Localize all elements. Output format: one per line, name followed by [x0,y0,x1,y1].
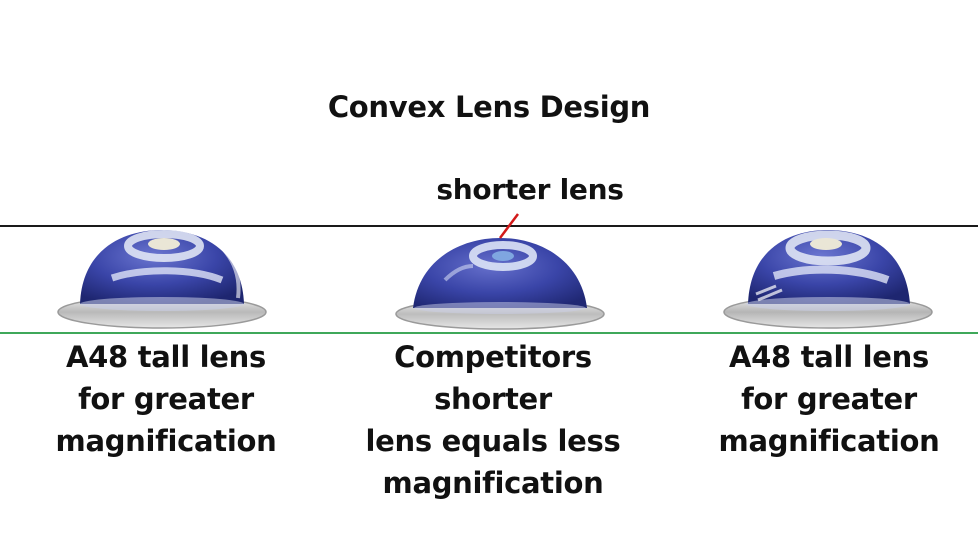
caption-line: magnification [55,424,277,458]
short-lens-center-graphic [395,238,605,330]
caption-line: for greater [78,382,254,416]
bottom-reference-line [0,332,978,334]
caption-line: A48 tall lens [66,340,266,374]
lens-caption-right: A48 tall lens for greater magnification [669,336,978,462]
caption-line: magnification [718,424,940,458]
caption-line: magnification [382,466,604,500]
caption-line: lens equals less [365,424,621,458]
lens-image-left [52,220,282,340]
diagram-title: Convex Lens Design [327,90,651,124]
tall-lens-right-graphic [723,230,933,329]
shorter-lens-callout: shorter lens [436,173,624,206]
caption-line: for greater [741,382,917,416]
lens-caption-center: Competitors shorter lens equals less mag… [333,336,653,504]
lens-caption-left: A48 tall lens for greater magnification [6,336,326,462]
lens-image-center [385,220,615,340]
tall-lens-left-graphic [57,230,267,329]
lens-image-right [716,220,946,340]
caption-line: Competitors shorter [394,340,592,416]
caption-line: A48 tall lens [729,340,929,374]
top-reference-line [0,225,978,227]
